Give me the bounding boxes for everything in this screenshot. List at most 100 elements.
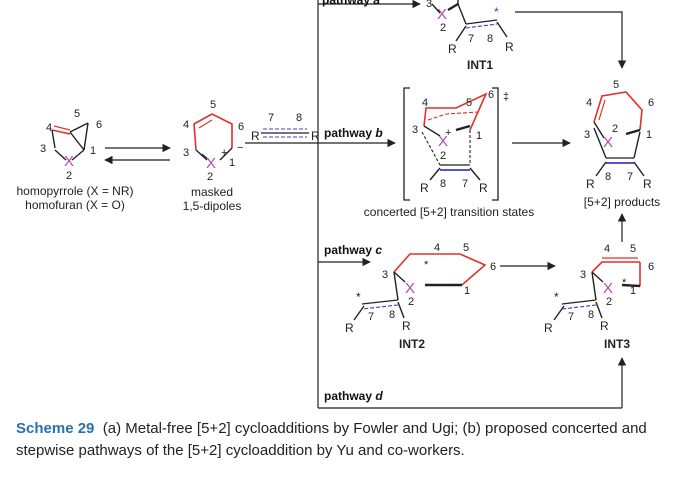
r-group: R: [505, 40, 514, 54]
atom-number: 8: [440, 178, 446, 190]
atom-number: 3: [584, 129, 590, 141]
atom-number: 5: [630, 243, 636, 255]
atom-number: 8: [389, 309, 395, 321]
int3-label: INT3: [604, 337, 630, 351]
atom-number: 6: [648, 97, 654, 109]
radical-star: *: [622, 277, 627, 289]
r-group: R: [544, 321, 553, 335]
radical-star: *: [494, 5, 499, 19]
dipole-label: 1,5-dipoles: [183, 199, 242, 213]
atom-number: 2: [207, 171, 213, 183]
r-group: R: [402, 319, 411, 333]
atom-number: 1: [630, 285, 636, 297]
atom-number: 5: [74, 108, 80, 120]
r-group: R: [251, 129, 260, 143]
atom-number: 2: [408, 296, 414, 308]
pathway-c-label: pathway c: [324, 243, 382, 257]
atom-number: 4: [586, 97, 592, 109]
int2-label: INT2: [399, 337, 425, 351]
homofuran-label: homofuran (X = O): [25, 198, 125, 212]
masked-dipole-structure: X + − 4 5 6 3 1 2: [183, 99, 244, 183]
int1-label: INT1: [467, 58, 493, 72]
heteroatom-label: X: [437, 6, 447, 23]
heteroatom-label: X: [64, 153, 74, 170]
atom-number: 5: [210, 99, 216, 111]
atom-number: 5: [466, 97, 472, 109]
atom-number: 4: [46, 122, 52, 134]
pathway-d-label: pathway d: [324, 389, 383, 403]
heteroatom-label: X: [603, 280, 613, 297]
atom-number: 3: [382, 269, 388, 281]
int1-to-product-arrow: [515, 11, 627, 69]
atom-number: 1: [90, 145, 96, 157]
atom-number: 4: [422, 97, 428, 109]
atom-number: 1: [476, 130, 482, 142]
homopyrrole-label: homopyrrole (X = NR): [16, 184, 133, 198]
int1-structure: X 3 2 * R R 7 8: [426, 0, 514, 56]
pathway-b-label: pathway b: [324, 126, 383, 140]
masked-label: masked: [191, 185, 233, 199]
heteroatom-label: X: [405, 280, 415, 297]
transition-state-structure: ‡ X + R R 8 7 4 5 6 3 1 2: [403, 87, 509, 201]
atom-number: 2: [612, 123, 618, 135]
atom-number: 6: [96, 119, 102, 131]
atom-number: 5: [463, 242, 469, 254]
atom-number: 7: [468, 33, 474, 45]
atom-number: 8: [296, 112, 302, 124]
atom-number: 6: [488, 89, 494, 101]
r-group: R: [643, 177, 652, 191]
atom-number: 7: [368, 311, 374, 323]
r-group: R: [586, 177, 595, 191]
r-group: R: [448, 42, 457, 56]
atom-number: 8: [487, 33, 493, 45]
atom-number: 2: [440, 22, 446, 34]
atom-number: 3: [412, 124, 418, 136]
atom-number: 3: [183, 147, 189, 159]
plus-charge: +: [221, 147, 227, 159]
int2-structure: X * * R R 7 8 4 5 6 3 1 2: [345, 242, 496, 335]
atom-number: 1: [646, 129, 652, 141]
r-group: R: [311, 129, 320, 143]
heteroatom-label: X: [206, 155, 216, 172]
atom-number: 4: [434, 242, 440, 254]
scheme-caption: Scheme 29 (a) Metal-free [5+2] cycloaddi…: [16, 418, 660, 462]
r-group: R: [600, 319, 609, 333]
atom-number: 2: [440, 150, 446, 162]
radical-star: *: [424, 259, 429, 271]
int3-structure: X * * R R 7 8 4 5 6 3 1 2: [544, 243, 654, 335]
ts-dagger: ‡: [503, 91, 509, 103]
transition-state-label: concerted [5+2] transition states: [364, 205, 534, 219]
atom-number: 3: [40, 143, 46, 155]
products-label: [5+2] products: [584, 195, 660, 209]
homopyrrole-structure: X 4 5 6 3 1 2: [40, 108, 102, 182]
minus-charge: −: [237, 142, 243, 154]
atom-number: 4: [183, 119, 189, 131]
atom-number: 5: [613, 79, 619, 91]
r-group: R: [420, 181, 429, 195]
atom-number: 8: [605, 171, 611, 183]
atom-number: 6: [490, 261, 496, 273]
scheme-number: Scheme 29: [16, 420, 95, 437]
heteroatom-label: X: [603, 134, 613, 151]
pathway-a-label: pathway a: [322, 0, 380, 7]
alkyne-reagent: R R 7 8: [251, 112, 320, 143]
atom-number: 7: [627, 171, 633, 183]
atom-number: 7: [268, 112, 274, 124]
atom-number: 7: [462, 178, 468, 190]
atom-number: 2: [606, 296, 612, 308]
atom-number: 3: [580, 269, 586, 281]
radical-star: *: [356, 290, 361, 304]
atom-number: 7: [568, 311, 574, 323]
cycloadduct-structure: X R R 8 7 4 5 6 3 1 2: [584, 79, 654, 191]
heteroatom-label: X: [438, 133, 448, 150]
atom-number: 4: [604, 243, 610, 255]
atom-number: 1: [229, 157, 235, 169]
atom-number: 6: [648, 261, 654, 273]
reaction-scheme: X 4 5 6 3 1 2 homopyrrole (X = NR) homof…: [16, 0, 660, 409]
caption-text: (a) Metal-free [5+2] cycloadditions by F…: [16, 420, 647, 459]
atom-number: 3: [426, 0, 432, 10]
atom-number: 6: [238, 121, 244, 133]
r-group: R: [345, 321, 354, 335]
atom-number: 1: [464, 285, 470, 297]
r-group: R: [479, 181, 488, 195]
